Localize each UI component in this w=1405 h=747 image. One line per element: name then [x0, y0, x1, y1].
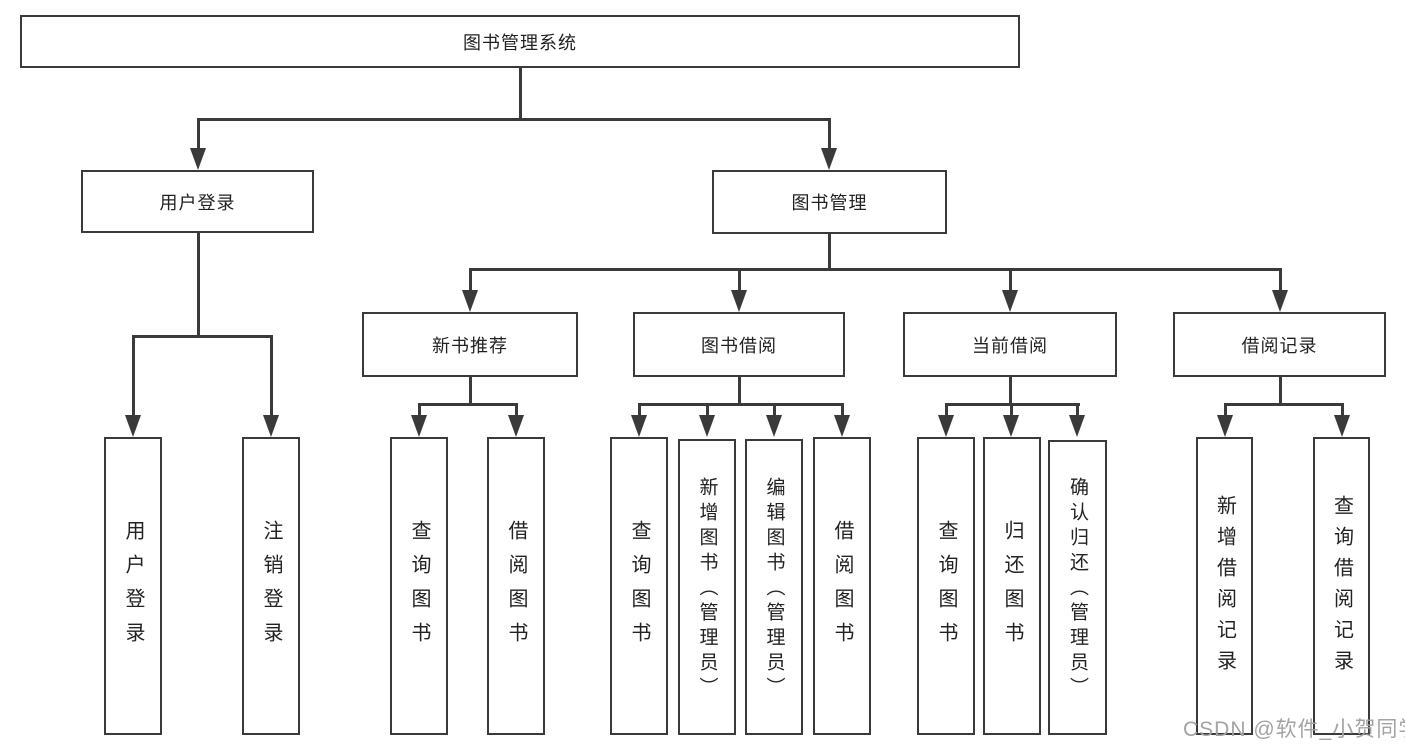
node-leaf-borrow-books-recommend: 借阅图书 [487, 437, 545, 735]
node-leaf-borrow-books-borrow: 借阅图书 [813, 437, 871, 735]
arrowhead-current [1002, 290, 1018, 312]
connector-current-hbar [945, 403, 1080, 406]
node-leaf-query-books-recommend: 查询图书 [390, 437, 448, 735]
connector-stub-borrow [738, 268, 741, 294]
connector-root-hbar [197, 118, 831, 121]
connector-stub-recommend [469, 268, 472, 294]
node-current-borrow: 当前借阅 [903, 312, 1117, 377]
connector-stub-leaf-login [132, 335, 135, 418]
node-book-management: 图书管理 [712, 170, 947, 234]
arrowhead-borrow [731, 290, 747, 312]
arrowhead-add-book [699, 415, 715, 437]
connector-stub [418, 403, 421, 418]
connector-stub [1076, 403, 1079, 418]
connector-stub [1010, 403, 1013, 418]
arrowhead-leaf-logout [263, 415, 279, 437]
arrowhead-query-books-current [938, 415, 954, 437]
arrowhead-edit-book [766, 415, 782, 437]
arrowhead-return-books [1003, 415, 1019, 437]
connector-stub [1224, 403, 1227, 418]
arrowhead-recommend [462, 290, 478, 312]
node-leaf-return-books: 归还图书 [983, 437, 1041, 735]
arrowhead-user-login [190, 148, 206, 170]
arrowhead-book-mgmt [821, 148, 837, 170]
arrowhead-add-borrow-record [1217, 415, 1233, 437]
connector-borrow-hbar [638, 403, 844, 406]
node-leaf-add-borrow-record: 新增借阅记录 [1196, 437, 1253, 735]
connector-stub-leaf-logout [270, 335, 273, 418]
node-leaf-logout: 注销登录 [242, 437, 300, 735]
node-user-login: 用户登录 [81, 170, 314, 233]
arrowhead-leaf-login [125, 415, 141, 437]
connector-stub [706, 403, 709, 418]
node-leaf-query-books-current: 查询图书 [917, 437, 975, 735]
node-leaf-query-books-borrow: 查询图书 [610, 437, 668, 735]
arrowhead-borrow-books-recommend [508, 415, 524, 437]
connector-records-hbar [1224, 403, 1343, 406]
node-leaf-confirm-return-admin: 确认归还（管理员） [1048, 440, 1107, 735]
connector-stub [515, 403, 518, 418]
node-leaf-user-login: 用户登录 [104, 437, 162, 735]
watermark: CSDN @软件_小贺同学 [1183, 718, 1405, 741]
connector-stub-book-mgmt [828, 118, 831, 152]
node-leaf-edit-book-admin: 编辑图书（管理员） [745, 439, 803, 735]
node-book-borrow: 图书借阅 [633, 312, 845, 377]
connector-stub [841, 403, 844, 418]
arrowhead-query-books-recommend [411, 415, 427, 437]
connector-recommend-stem [469, 377, 472, 405]
arrowhead-borrow-books [834, 415, 850, 437]
connector-root-stem [519, 68, 522, 120]
connector-recommend-hbar [418, 403, 518, 406]
node-new-book-recommend: 新书推荐 [362, 312, 578, 377]
arrowhead-query-books-borrow [631, 415, 647, 437]
connector-borrow-stem [738, 377, 741, 405]
connector-records-stem [1279, 377, 1282, 405]
connector-userlogin-hbar [132, 335, 273, 338]
node-root-system: 图书管理系统 [20, 15, 1020, 68]
arrowhead-confirm-return [1069, 415, 1085, 437]
node-borrow-records: 借阅记录 [1173, 312, 1386, 377]
node-leaf-add-book-admin: 新增图书（管理员） [678, 439, 736, 735]
connector-stub [1341, 403, 1344, 418]
connector-stub-records [1279, 268, 1282, 294]
connector-bookmgmt-stem [828, 234, 831, 270]
connector-stub [773, 403, 776, 418]
connector-stub-current [1009, 268, 1012, 294]
connector-userlogin-stem [197, 233, 200, 337]
connector-stub [945, 403, 948, 418]
connector-current-stem [1009, 377, 1012, 405]
connector-stub-user-login [197, 118, 200, 152]
arrowhead-query-borrow-record [1334, 415, 1350, 437]
connector-stub [638, 403, 641, 418]
connector-bookmgmt-hbar [469, 268, 1281, 271]
node-leaf-query-borrow-record: 查询借阅记录 [1313, 437, 1370, 735]
arrowhead-records [1272, 290, 1288, 312]
